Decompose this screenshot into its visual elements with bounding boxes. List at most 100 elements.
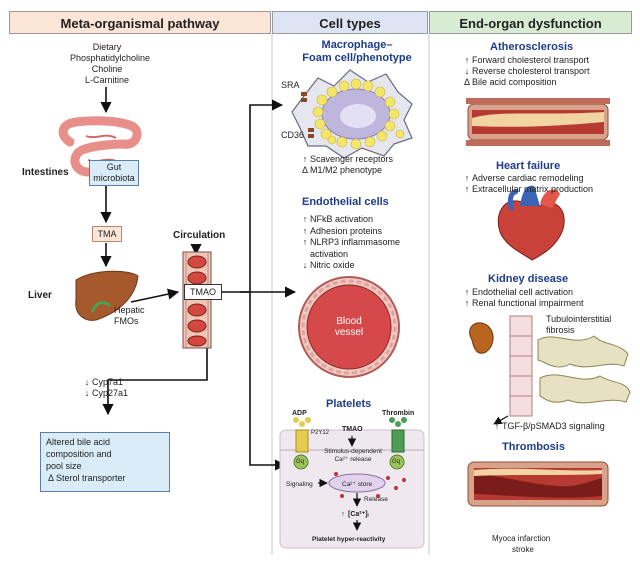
fibrosis-line: Tubulointerstitial: [546, 314, 612, 324]
platelet-outcome: Platelet hyper-reactivity: [312, 536, 386, 543]
thrombosis-caption: Myoca infarction stroke: [492, 533, 550, 555]
kidney-item: ↑Renal functional impairment: [462, 298, 584, 309]
kidney-item: ↑Endothelial cell activation: [462, 287, 584, 298]
athero-items: ↑Forward cholesterol transport ↓Reverse …: [462, 55, 590, 88]
kidney-fibrosis-illustration: [469, 315, 631, 425]
atherosclerosis-title: Atherosclerosis: [490, 41, 574, 53]
arrow-up-icon: ↑: [341, 511, 345, 518]
vessel-line: vessel: [334, 327, 364, 338]
arrow-up-icon: ↑: [464, 55, 470, 65]
diet-list: Dietary Phosphatidylcholine Choline L-Ca…: [70, 42, 151, 86]
arrow-down-icon: ↓: [464, 66, 470, 76]
endothelial-title: Endothelial cells: [302, 196, 389, 208]
bile-line: composition and: [46, 449, 112, 459]
thrombosis-title: Thrombosis: [502, 441, 565, 453]
p2y12-label: P2Y12: [311, 430, 330, 436]
tgf-signaling: ↑TGF-β/pSMAD3 signaling: [492, 421, 605, 432]
bile-acid-box: Altered bile acid composition and pool s…: [40, 432, 170, 492]
header-end-organ: End-organ dysfunction: [429, 11, 632, 34]
endothelial-items: ↑NFkB activation ↑Adhesion proteins ↑NLR…: [300, 214, 400, 272]
arrow-down-icon: ↓: [84, 377, 90, 387]
platelets-title: Platelets: [326, 398, 372, 410]
endothelial-item: ↑Adhesion proteins: [300, 226, 400, 238]
heart-item: ↑Adverse cardiac remodeling: [462, 173, 593, 184]
macrophage-item: ↑Scavenger receptors: [300, 154, 393, 165]
sra-label: SRA: [281, 80, 300, 90]
arrow-up-icon: ↑: [464, 298, 470, 308]
arrow-up-icon: ↑: [302, 154, 308, 164]
heart-item: ↑Extracellular matrix production: [462, 184, 593, 195]
stimulus-label: Stimulus-dependent Ca²⁺ release: [322, 448, 384, 464]
endothelial-item: ↓Nitric oxide: [300, 260, 400, 272]
athero-item: ↑Forward cholesterol transport: [462, 55, 590, 66]
arrow-up-icon: ↑: [302, 214, 308, 224]
blood-vessel-label: Blood vessel: [329, 316, 369, 338]
cyp-item: ↓Cyp7a1: [82, 377, 128, 388]
endothelial-item: ↑NFkB activation: [300, 214, 400, 226]
diet-item: Phosphatidylcholine: [70, 53, 151, 63]
diet-item: L-Carnitine: [84, 75, 130, 85]
fibrosis-line: fibrosis: [546, 325, 575, 335]
caption-line: Myoca infarction: [492, 534, 551, 543]
vessel-line: Blood: [336, 316, 362, 327]
cd36-label: CD36: [281, 130, 305, 140]
caption-line: stroke: [512, 545, 534, 554]
gut-microbiota-box: Gut microbiota: [89, 160, 139, 186]
athero-item: ↓Reverse cholesterol transport: [462, 66, 590, 77]
gut-line: microbiota: [93, 173, 135, 183]
calcium-level: ↑[Ca²⁺]ᵢ: [338, 509, 368, 520]
blood-vessel-illustration: [298, 276, 400, 378]
diet-item: Dietary: [92, 42, 122, 52]
arrow-up-icon: ↑: [464, 173, 470, 183]
macrophage-title-line: Macrophage–: [321, 39, 393, 51]
arrow-up-icon: ↑: [464, 184, 470, 194]
endothelial-item: ↑NLRP3 inflammasome: [300, 237, 400, 249]
tma-box: TMA: [92, 226, 122, 242]
hepatic-line: FMOs: [114, 316, 139, 326]
tmao-box: TMAO: [184, 284, 222, 300]
gut-line: Gut: [106, 162, 122, 172]
platelet-tmao-label: TMAO: [342, 426, 363, 433]
macrophage-title: Macrophage– Foam cell/phenotype: [292, 39, 422, 65]
circulation-vessel: [182, 251, 212, 349]
delta-icon: Δ: [301, 165, 308, 175]
kidney-items: ↑Endothelial cell activation ↑Renal func…: [462, 287, 584, 309]
liver-illustration: [75, 270, 139, 321]
hepatic-line: Hepatic: [114, 305, 145, 315]
arrow-up-icon: ↑: [464, 287, 470, 297]
thrombosis-illustration: [467, 461, 609, 507]
cyp-list: ↓Cyp7a1 ↓Cyp27a1: [82, 377, 128, 399]
bile-line: Altered bile acid: [46, 437, 111, 447]
signaling-label: Signaling: [286, 481, 313, 488]
heart-failure-title: Heart failure: [496, 160, 561, 172]
gq-label-right: Gq: [392, 459, 401, 465]
adp-label: ADP: [292, 410, 307, 417]
bile-line: pool size: [46, 461, 82, 471]
flow-arrows: [100, 87, 297, 471]
release-label: Release: [364, 496, 388, 503]
arrow-down-icon: ↓: [84, 388, 90, 398]
endothelial-item: activation: [310, 248, 349, 259]
delta-icon: Δ: [463, 77, 470, 87]
arrow-up-icon: ↑: [494, 421, 500, 431]
intestines-label: Intestines: [22, 167, 69, 178]
heart-illustration: [497, 185, 565, 261]
stim-line: Ca²⁺ release: [334, 456, 372, 463]
gq-label-left: Gq: [296, 459, 305, 465]
heart-items: ↑Adverse cardiac remodeling ↑Extracellul…: [462, 173, 593, 195]
ca-store-label: Ca²⁺ store: [342, 481, 373, 488]
thrombin-label: Thrombin: [382, 410, 415, 417]
macrophage-title-line: Foam cell/phenotype: [302, 52, 412, 64]
arrow-down-icon: ↓: [302, 260, 308, 270]
fibrosis-label: Tubulointerstitial fibrosis: [546, 314, 611, 336]
platelet-panel: [279, 417, 425, 549]
liver-label: Liver: [28, 290, 52, 301]
atherosclerosis-illustration: [466, 98, 610, 146]
cyp-item: ↓Cyp27a1: [82, 388, 128, 399]
circulation-label: Circulation: [173, 230, 226, 241]
